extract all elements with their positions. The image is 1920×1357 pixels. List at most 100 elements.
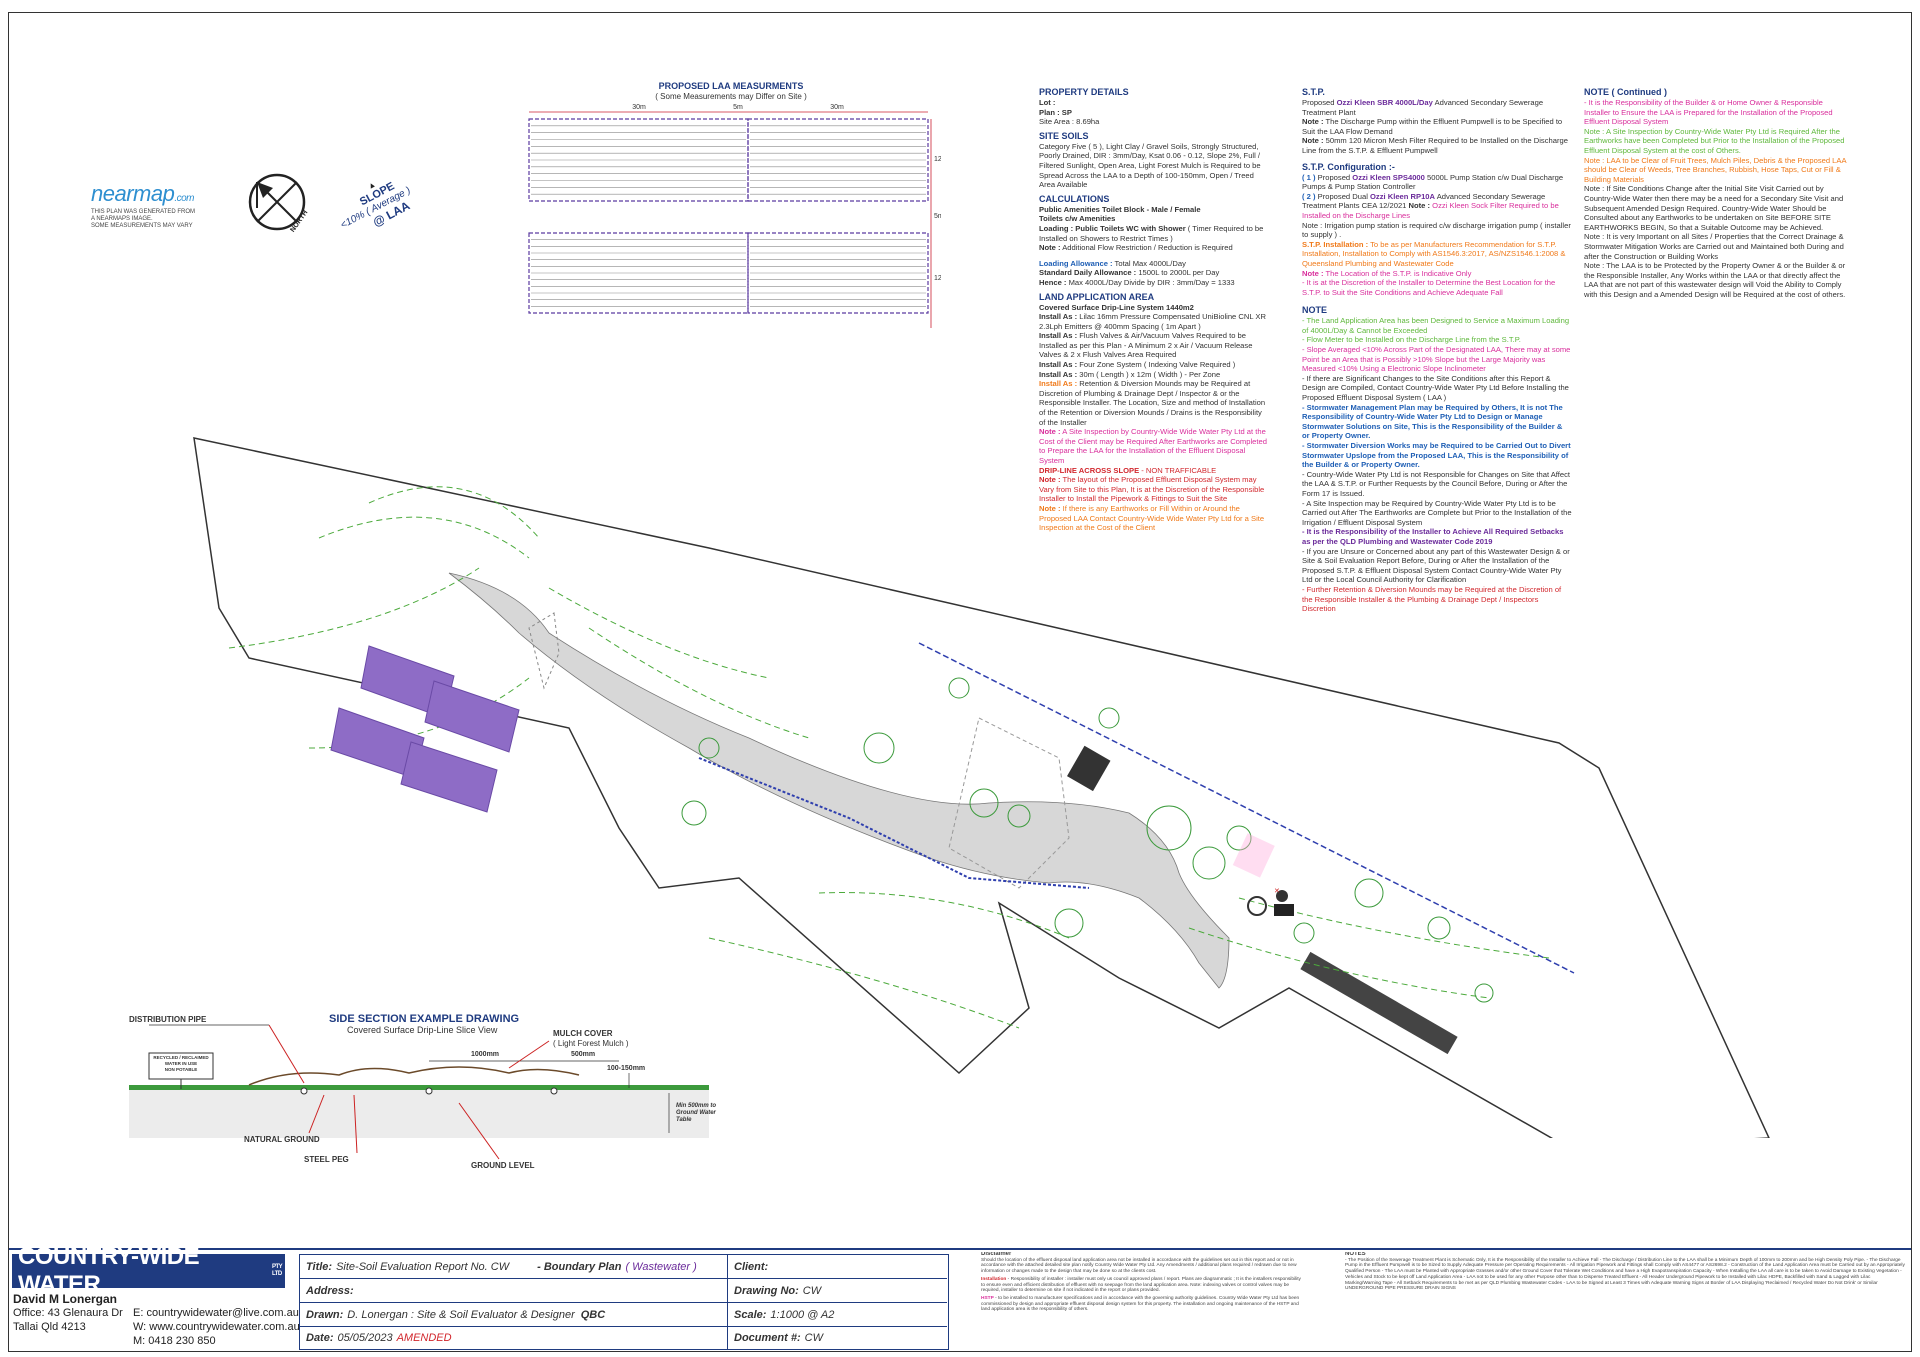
stp-discretion: - It is at the Discretion of the Install… xyxy=(1302,278,1556,297)
contact-office: Office: 43 Glenaura Dr xyxy=(13,1307,123,1319)
title-info-grid: Title:Site-Soil Evaluation Report No. CW… xyxy=(299,1254,949,1350)
nearmap-logo-text: nearmap xyxy=(91,181,175,206)
site-boundary-plan: ✕ xyxy=(193,437,1770,1138)
stp-note-2: 50mm 120 Micron Mesh Filter Required to … xyxy=(1302,136,1568,155)
note-heading: NOTE xyxy=(1302,305,1328,316)
notes-column-3: NOTE ( Continued ) - It is the Responsib… xyxy=(1584,83,1849,383)
laa-install-5: Retention & Diversion Mounds may be Requ… xyxy=(1039,379,1266,427)
laa-install-1: Lilac 16mm Pressure Compensated UniBioli… xyxy=(1039,312,1266,331)
cont-note-2: Note : A Site Inspection by Country-Wide… xyxy=(1584,126,1845,155)
nearmap-note-2: A NEARMAPS IMAGE. xyxy=(91,216,153,222)
property-heading: PROPERTY DETAILS xyxy=(1039,87,1129,97)
contact-name: David M Lonergan xyxy=(13,1292,118,1306)
property-boundary xyxy=(193,437,1770,1138)
document-no: CW xyxy=(804,1332,823,1344)
stormwater-diversion xyxy=(918,642,1575,974)
dim-5m-a: 5m xyxy=(733,104,743,111)
cont-note-3: Note : LAA to be Clear of Fruit Trees, M… xyxy=(1584,155,1847,184)
sign-line-2: WATER IN USE xyxy=(164,1061,198,1066)
note-3: - Slope Averaged <10% Across Part of the… xyxy=(1302,345,1571,374)
calc-line-2: Toilets c/w Amenities xyxy=(1039,214,1116,224)
laa-zones-plan xyxy=(330,645,520,813)
cont-note-1: - It is the Responsibility of the Builde… xyxy=(1584,98,1833,127)
note-6: - Stormwater Diversion Works may be Requ… xyxy=(1302,441,1571,470)
laa-note-1: A Site Inspection by Country-Wide Wide W… xyxy=(1039,427,1267,465)
stp-install: To be as per Manufacturers Recommendatio… xyxy=(1302,239,1566,268)
dim-30m-a: 30m xyxy=(632,104,646,111)
note-5: - Stormwater Management Plan may be Requ… xyxy=(1302,402,1563,441)
scale-value: 1:1000 @ A2 xyxy=(770,1308,835,1321)
nearmap-note-3: SOME MEASUREMENTS MAY VARY xyxy=(91,223,193,229)
property-lot: Lot : xyxy=(1039,98,1056,107)
client-key: Client: xyxy=(734,1260,769,1273)
steel-peg-label: STEEL PEG xyxy=(304,1155,349,1164)
sign-line-3: NON POTABLE xyxy=(164,1067,198,1072)
note-7: - Country-Wide Water Pty Ltd is not Resp… xyxy=(1302,469,1571,498)
laa-heading: LAND APPLICATION AREA xyxy=(1039,291,1155,302)
stp-tank xyxy=(1247,896,1267,916)
stp-config-2: Advanced Secondary Sewerage Treatment Pl… xyxy=(1302,191,1546,211)
stp-location: The Location of the S.T.P. is Indicative… xyxy=(1325,268,1472,278)
qbc-label: QBC xyxy=(580,1308,606,1321)
slope-indicator: ▲ SLOPE <10% ( Average ) @ LAA xyxy=(329,151,459,264)
nearmap-logo-suffix: .com xyxy=(174,193,195,204)
dim-100-150mm: 100-150mm xyxy=(607,1065,646,1072)
note-8: - A Site Inspection may be Required by C… xyxy=(1302,498,1572,527)
mulch-cover-label: MULCH COVER xyxy=(553,1029,613,1038)
stp-config-heading: S.T.P. Configuration :- xyxy=(1302,161,1395,172)
wastewater-label: ( Wastewater ) xyxy=(625,1260,697,1273)
laa-zones-svg: 30m 5m 30m 12m 5m 12m xyxy=(528,104,941,328)
contact-town: Tallai Qld 4213 xyxy=(13,1321,86,1333)
dim-5m-b: 5m xyxy=(934,213,941,220)
disclaimer-3: - to be installed to manufacturer specif… xyxy=(981,1295,1300,1313)
disclaimer-heading: Disclaimer xyxy=(981,1252,1012,1257)
sign-line-1: RECYCLED / RECLAIMED xyxy=(153,1055,209,1060)
access-driveway xyxy=(448,572,1230,989)
stp-config-1: 5000L Pump Station c/w Dual Discharge Pu… xyxy=(1302,172,1564,192)
load-key: Loading Allowance : xyxy=(1039,258,1113,268)
calc-note-key: Note : xyxy=(1039,243,1061,253)
disclaimer-block: Disclaimer Should the location of the ef… xyxy=(981,1252,1301,1313)
nearmap-note-1: THIS PLAN WAS GENERATED FROM xyxy=(91,209,196,215)
ground-level-label: GROUND LEVEL xyxy=(471,1161,535,1170)
laa-zone-4 xyxy=(747,232,929,314)
laa-install-4: 30m ( Length ) x 12m ( Width ) - Per Zon… xyxy=(1079,369,1221,379)
laa-measurement-diagram: PROPOSED LAA MEASURMENTS ( Some Measurem… xyxy=(521,81,941,341)
note-9: - It is the Responsibility of the Instal… xyxy=(1302,527,1564,546)
dim-1000mm: 1000mm xyxy=(471,1051,500,1058)
drawing-no: CW xyxy=(802,1284,822,1297)
stp-heading: S.T.P. xyxy=(1302,87,1325,97)
laa-subtitle: ( Some Measurements may Differ on Site ) xyxy=(655,92,807,101)
north-arrow: NORTH xyxy=(243,168,323,248)
dim-12m-b: 12m xyxy=(934,275,941,282)
discharge-line xyxy=(698,757,1090,889)
drip-heading: DRIP-LINE ACROSS SLOPE xyxy=(1039,465,1140,475)
notes-column-2: S.T.P. Proposed Ozzi Kleen SBR 4000L/Day… xyxy=(1302,87,1572,614)
note-continued-heading: NOTE ( Continued ) xyxy=(1584,87,1667,97)
company-name: COUNTRY-WIDE WATER xyxy=(18,1243,200,1298)
section-subtitle: Covered Surface Drip-Line Slice View xyxy=(347,1025,498,1035)
note-2: - Flow Meter to be Installed on the Disc… xyxy=(1302,335,1521,345)
std-value: 1500L to 2000L per Day xyxy=(1138,268,1220,278)
dim-500mm: 500mm xyxy=(571,1051,596,1058)
soils-text: Category Five ( 5 ), Light Clay / Gravel… xyxy=(1039,141,1261,190)
std-key: Standard Daily Allowance : xyxy=(1039,268,1137,278)
laa-zone-2 xyxy=(747,118,929,202)
title-value: Site-Soil Evaluation Report No. CW xyxy=(336,1260,510,1273)
boundary-plan: - Boundary Plan xyxy=(537,1260,622,1273)
calc-heading: CALCULATIONS xyxy=(1039,193,1110,204)
north-arrow-icon xyxy=(248,173,306,231)
disclaimer-2: - Responsibility of installer : installe… xyxy=(981,1276,1301,1294)
date-value: 05/05/2023 xyxy=(337,1332,393,1344)
trees xyxy=(681,677,1494,1003)
plan-sheet: PROPOSED LAA MEASURMENTS ( Some Measurem… xyxy=(8,12,1912,1352)
drawn-by: D. Lonergan : Site & Soil Evaluator & De… xyxy=(347,1308,575,1321)
calc-loading: ( Timer Required to be Installed on Show… xyxy=(1039,223,1264,243)
note-11: - Further Retention & Diversion Mounds m… xyxy=(1302,584,1562,614)
contact-web: W: www.countrywidewater.com.au xyxy=(133,1321,300,1333)
calc-line-1: Public Amenities Toilet Block - Male / F… xyxy=(1039,204,1201,214)
company-logo: COUNTRY-WIDE WATER PTY LTD xyxy=(12,1243,285,1298)
title-block: COUNTRY-WIDE WATER PTY LTD David M Loner… xyxy=(9,1243,1911,1351)
dim-30m-b: 30m xyxy=(830,104,844,111)
solar-panel-block xyxy=(1067,745,1111,792)
